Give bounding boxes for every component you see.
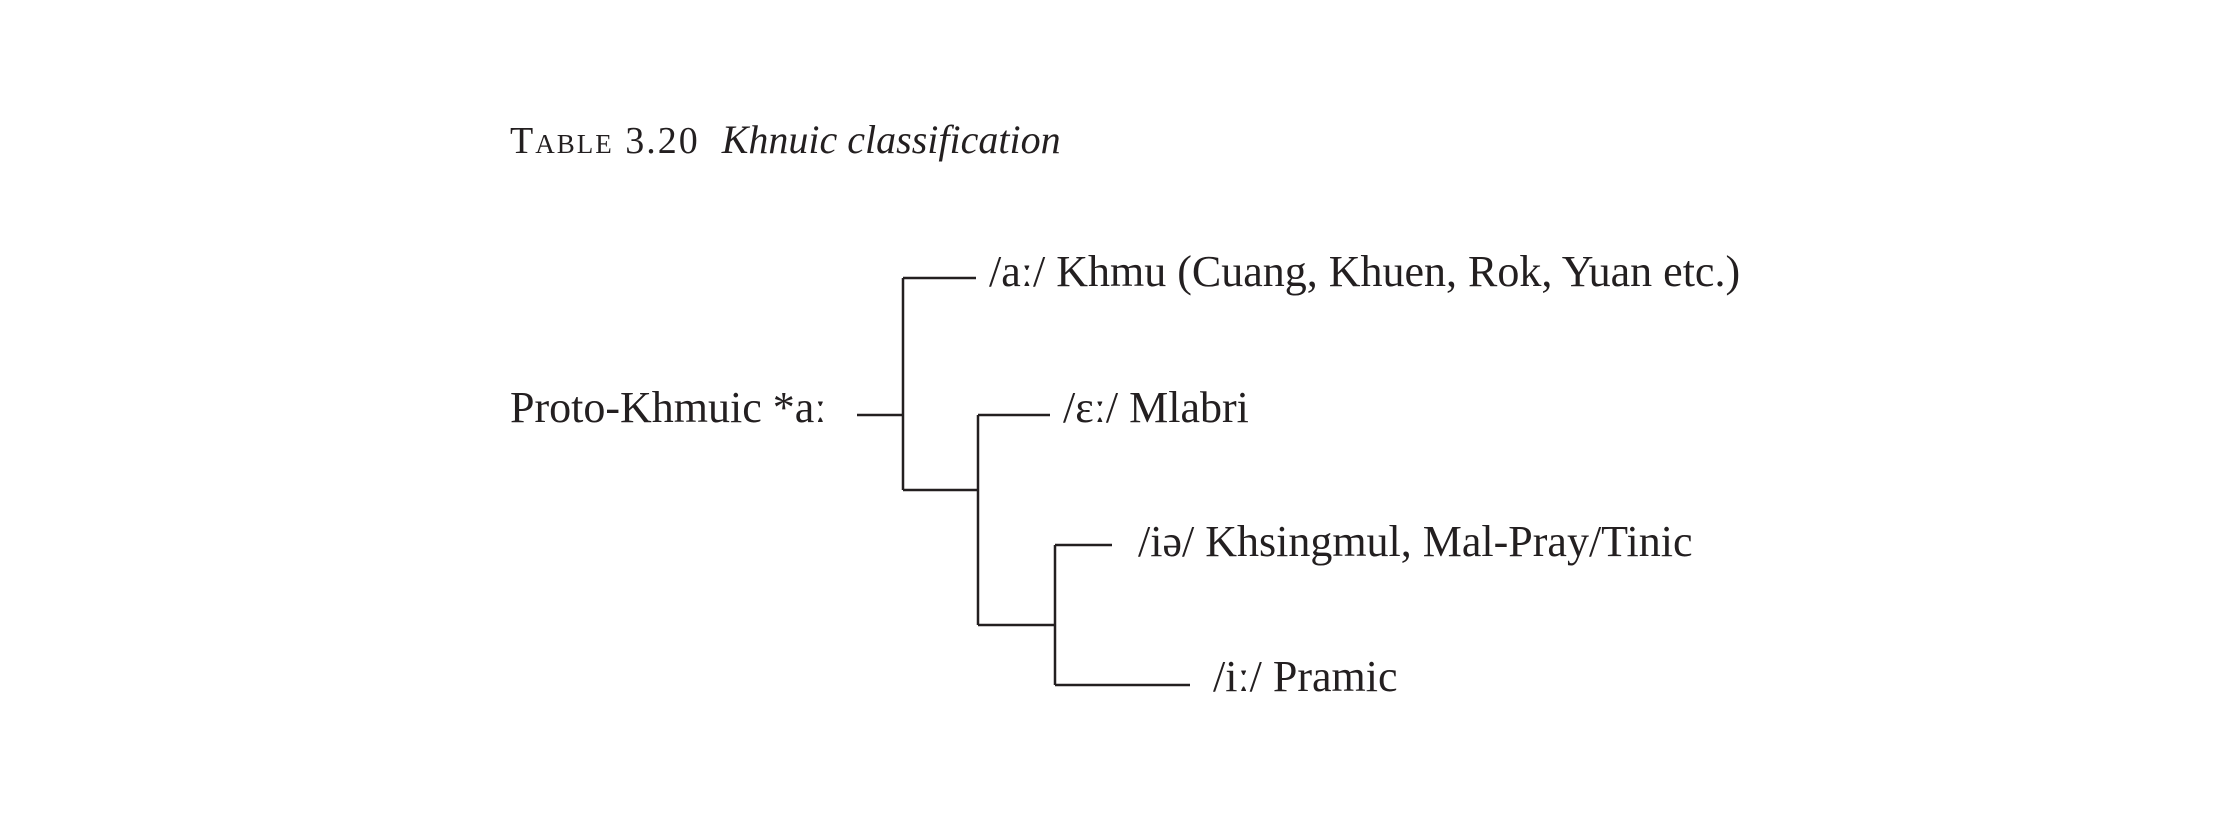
table-caption: Table 3.20 Khnuic classification	[510, 112, 1061, 169]
root-node-label: Proto-Khmuic *aː	[510, 383, 827, 432]
table-number: Table 3.20	[510, 120, 700, 162]
leaf-khmu-label: /aː/ Khmu (Cuang, Khuen, Rok, Yuan etc.)	[989, 247, 1741, 296]
leaf-khsingmul-label: /iə/ Khsingmul, Mal-Pray/Tinic	[1138, 517, 1693, 566]
table-title: Khnuic classification	[721, 117, 1061, 162]
leaf-mlabri-label: /ɛː/ Mlabri	[1063, 383, 1249, 432]
leaf-pramic-label: /iː/ Pramic	[1213, 652, 1398, 701]
